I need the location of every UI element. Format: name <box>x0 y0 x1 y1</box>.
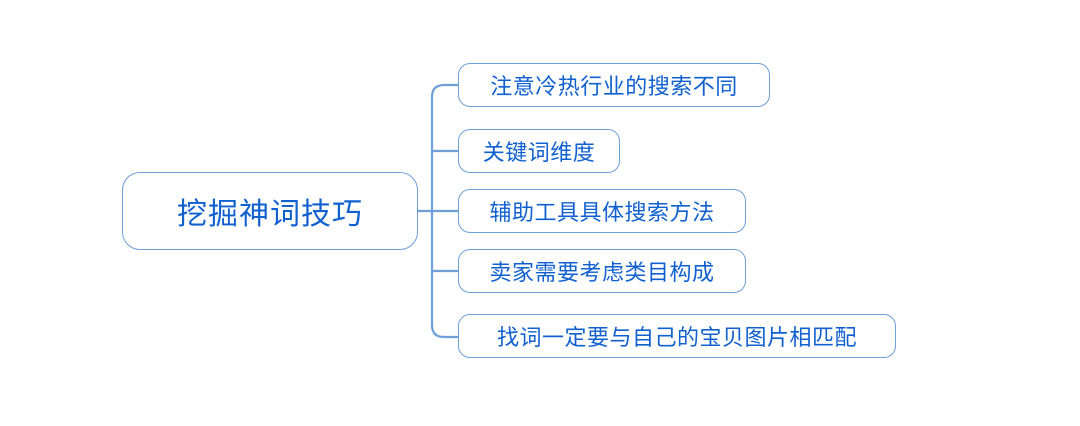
mind-map-branch-node-3[interactable]: 辅助工具具体搜索方法 <box>458 189 746 233</box>
branch-node-3-label: 辅助工具具体搜索方法 <box>489 200 715 225</box>
branch-node-1-label: 注意冷热行业的搜索不同 <box>490 74 738 99</box>
mind-map-branch-node-1[interactable]: 注意冷热行业的搜索不同 <box>458 63 770 107</box>
root-node-label: 挖掘神词技巧 <box>177 198 363 231</box>
mind-map-branch-node-4[interactable]: 卖家需要考虑类目构成 <box>458 249 746 293</box>
branch-node-4-label: 卖家需要考虑类目构成 <box>489 260 715 285</box>
connector-spine <box>430 83 446 339</box>
mind-map-root-node[interactable]: 挖掘神词技巧 <box>122 172 418 250</box>
branch-node-2-label: 关键词维度 <box>482 140 596 165</box>
mind-map-branch-node-5[interactable]: 找词一定要与自己的宝贝图片相匹配 <box>458 314 896 358</box>
mind-map-branch-node-2[interactable]: 关键词维度 <box>458 129 620 173</box>
branch-node-5-label: 找词一定要与自己的宝贝图片相匹配 <box>496 325 857 350</box>
